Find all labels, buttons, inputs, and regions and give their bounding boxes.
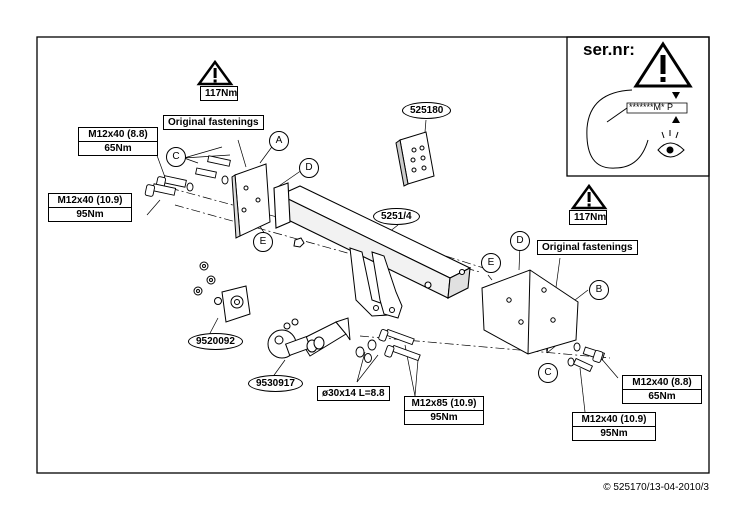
part-number-crossbar: 5251/4 xyxy=(373,208,420,225)
vehicle-plate-shape xyxy=(586,89,649,169)
warning-icon-right xyxy=(570,183,608,210)
serial-number-box xyxy=(566,36,710,177)
crossbar xyxy=(273,182,472,299)
bolt-torque-text: 95Nm xyxy=(405,410,483,424)
part-number-ball: 9530917 xyxy=(248,375,303,392)
bolt-spec-text: M12x40 (8.8) xyxy=(88,129,148,140)
warning-icon-left xyxy=(196,59,234,86)
warning-right-note: Original fastenings xyxy=(537,240,638,255)
copyright-footer: © 525170/13-04-2010/3 xyxy=(603,482,709,493)
left-bolts xyxy=(144,155,231,197)
bolt-spec-text: M12x40 (10.9) xyxy=(581,414,647,425)
serial-number-label: ser.nr: xyxy=(583,40,635,59)
bolt-torque-text: 95Nm xyxy=(49,207,131,221)
callout-B: B xyxy=(589,280,609,300)
callout-E-right: E xyxy=(481,253,501,273)
callout-C-left: C xyxy=(166,147,186,167)
bolt-spec-text: M12x40 (8.8) xyxy=(632,377,692,388)
diagram-frame xyxy=(36,36,710,474)
callout-D-left: D xyxy=(299,158,319,178)
callout-A: A xyxy=(269,131,289,151)
callout-C-right: C xyxy=(538,363,558,383)
warning-left-torque: 117Nm xyxy=(200,86,238,101)
socket-plate-part xyxy=(395,131,435,187)
part-number-bracket: 9520092 xyxy=(188,333,243,350)
coupling-mount-plates xyxy=(349,247,403,319)
warning-left-note: Original fastenings xyxy=(163,115,264,130)
bolt-spec-left: M12x40 (10.9) 95Nm xyxy=(48,193,132,222)
callout-E-left: E xyxy=(253,232,273,252)
nut xyxy=(293,237,305,248)
tow-ball-part xyxy=(267,317,351,359)
bolt-spec-top-left: M12x40 (8.8) 65Nm xyxy=(78,127,158,156)
bolt-spec-center: M12x85 (10.9) 95Nm xyxy=(404,396,484,425)
right-side-bracket xyxy=(481,269,579,355)
part-number-pin: ø30x14 L=8.8 xyxy=(317,386,390,401)
center-bolts xyxy=(355,328,421,363)
bolt-spec-text: M12x85 (10.9) xyxy=(411,398,477,409)
warning-right-torque: 117Nm xyxy=(569,210,607,225)
bracket-part xyxy=(193,261,251,323)
left-side-bracket xyxy=(231,163,271,239)
bolt-spec-text: M12x40 (10.9) xyxy=(57,195,123,206)
bolt-torque-text: 65Nm xyxy=(623,389,701,403)
bolt-spec-right-top: M12x40 (8.8) 65Nm xyxy=(622,375,702,404)
bolt-torque-text: 65Nm xyxy=(79,141,157,155)
callout-D-right: D xyxy=(510,231,530,251)
eye-icon xyxy=(657,130,685,158)
bolt-spec-right-bottom: M12x40 (10.9) 95Nm xyxy=(572,412,656,441)
plate-serial-text: *******M* P xyxy=(629,102,674,112)
right-bolts xyxy=(567,342,606,373)
bolt-torque-text: 95Nm xyxy=(573,426,655,440)
part-number-socket-plate: 525180 xyxy=(402,102,452,119)
